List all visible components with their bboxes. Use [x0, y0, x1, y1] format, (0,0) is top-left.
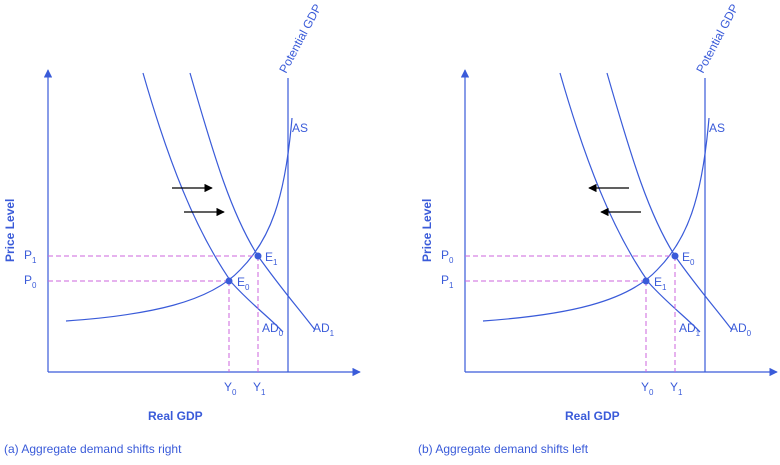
output-label-left: Y0 [224, 380, 237, 397]
equilibrium-label-right: E0 [682, 250, 695, 267]
output-label-right: Y1 [670, 380, 683, 397]
potential-gdp-label: Potential GDP [693, 2, 741, 76]
as-curve [482, 117, 710, 322]
as-label: AS [292, 121, 308, 135]
output-label-right: Y1 [253, 380, 266, 397]
ad-curve-left [142, 72, 284, 333]
caption-b: (b) Aggregate demand shifts left [418, 442, 589, 456]
equilibrium-point-right [671, 252, 679, 260]
as-curve [65, 117, 293, 322]
x-axis-title: Real GDP [565, 409, 620, 423]
price-label-lower: P1 [441, 273, 454, 290]
caption-a: (a) Aggregate demand shifts right [4, 442, 182, 456]
ad-right-label: AD1 [313, 321, 335, 338]
ad-curve-left [559, 72, 701, 333]
equilibrium-label-left: E0 [237, 275, 250, 292]
equilibrium-label-left: E1 [654, 275, 667, 292]
equilibrium-label-right: E1 [265, 250, 278, 267]
equilibrium-point-left [225, 277, 233, 285]
y-axis-title: Price Level [420, 199, 434, 262]
price-label-upper: P0 [441, 248, 454, 265]
ad-left-label: AD0 [262, 321, 284, 338]
as-label: AS [709, 121, 725, 135]
potential-gdp-label: Potential GDP [276, 2, 324, 76]
ad-left-label: AD1 [679, 321, 701, 338]
x-axis-title: Real GDP [148, 409, 203, 423]
output-label-left: Y0 [641, 380, 654, 397]
ad-curve-right [189, 72, 316, 331]
ad-curve-right [606, 72, 733, 331]
equilibrium-point-left [642, 277, 650, 285]
equilibrium-point-right [254, 252, 262, 260]
y-axis-title: Price Level [3, 199, 17, 262]
ad-right-label: AD0 [730, 321, 752, 338]
price-label-upper: P1 [24, 248, 37, 265]
price-label-lower: P0 [24, 273, 37, 290]
